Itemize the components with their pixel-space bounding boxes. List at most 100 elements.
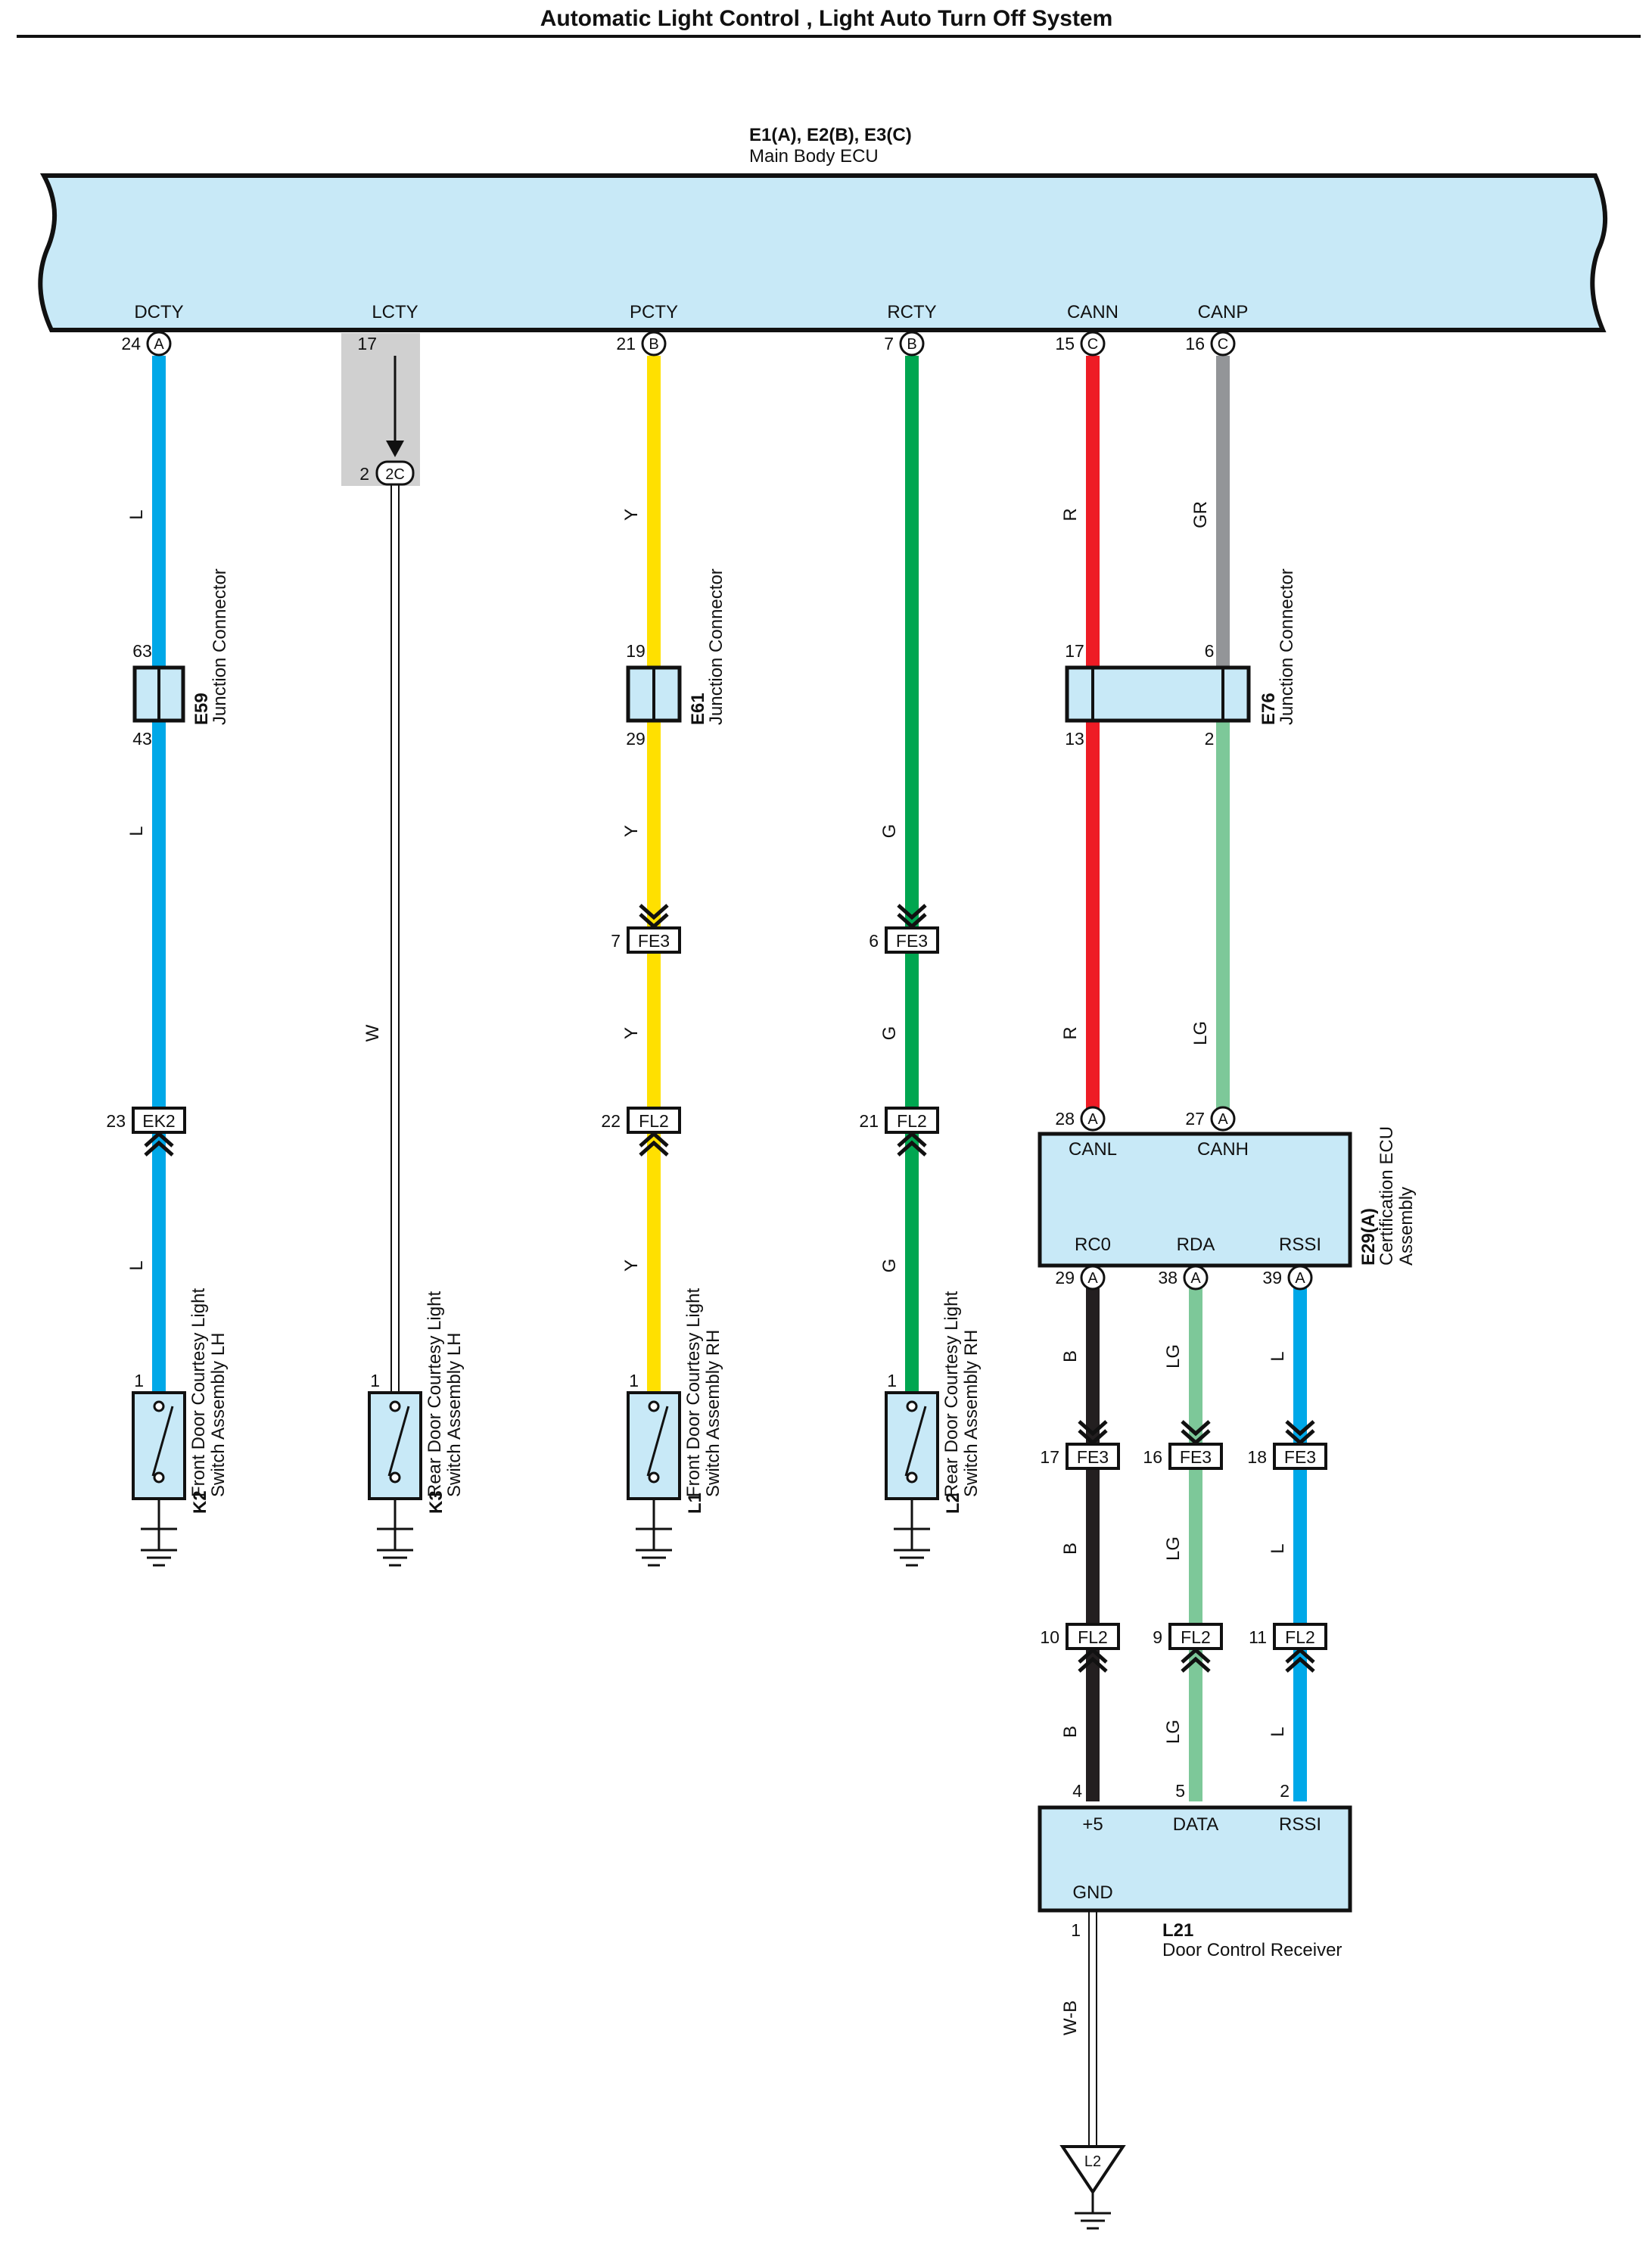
wire-code-rda-2: LG (1163, 1537, 1184, 1561)
ecu-pin-rcty: 7 (884, 334, 894, 353)
ecu-pin-circle-cann (1080, 331, 1106, 357)
wire-code-gnd: W-B (1060, 2000, 1081, 2035)
cert-pin-circle-canh (1210, 1106, 1236, 1132)
cert-pin-canl: 28 (1055, 1109, 1075, 1129)
e76-pin-top-right: 6 (1205, 641, 1215, 661)
wire-code-cann-1: R (1060, 508, 1081, 521)
wire-code-rc0-2: B (1060, 1543, 1081, 1555)
connector-rda-fl2-code: FL2 (1181, 1627, 1211, 1647)
connector-rda-fl2-pin: 9 (1153, 1627, 1162, 1647)
switch-name-3: Rear Door Courtesy LightSwitch Assembly … (941, 1291, 982, 1497)
ecu-pin-canp: 16 (1185, 334, 1205, 353)
cert-ecu-code: E29(A) (1358, 1208, 1379, 1266)
e76-name: Junction Connector (1277, 568, 1297, 725)
cert-ecu-name-line2: Assembly (1396, 1187, 1417, 1266)
wire-code-rssi-2: L (1268, 1543, 1288, 1553)
switch-name-line2-3: Switch Assembly RH (961, 1330, 982, 1497)
junction-connector-e76 (1065, 665, 1251, 723)
connector-rssi-fe3-code: FE3 (1284, 1447, 1316, 1467)
cert-pin-circle-rda (1183, 1265, 1209, 1291)
cert-terminal-rc0: RC0 (1075, 1235, 1111, 1255)
cert-pin-circle-rda-letter: A (1190, 1270, 1201, 1287)
connector-pcty-fl2-code: FL2 (639, 1111, 669, 1131)
cert-pin-circle-rssi-letter: A (1295, 1270, 1305, 1287)
wire-code-rcty-2: G (879, 1026, 900, 1041)
ground-icon-2 (634, 1527, 674, 1567)
ecu-pin-circle-rcty (899, 331, 925, 357)
ecu-pin-lcty: 17 (357, 334, 377, 353)
connector-rcty-fl2-code: FL2 (897, 1111, 927, 1131)
wire-code-dcty-1: L (126, 509, 147, 519)
connector-rcty-fe3-pin: 6 (869, 931, 879, 951)
connector-rc0-fl2-code: FL2 (1078, 1627, 1108, 1647)
main-ecu-box (38, 173, 1608, 332)
ground-icon-1 (375, 1527, 415, 1567)
connector-rssi-fl2-code: FL2 (1285, 1627, 1315, 1647)
e61-name: Junction Connector (706, 568, 726, 725)
connector-rcty-fe3-code: FE3 (896, 931, 928, 951)
ecu-pin-cann: 15 (1055, 334, 1075, 353)
connector-rcty-fe3-box (885, 926, 939, 954)
e61-pin-bottom: 29 (626, 729, 646, 749)
ecu-pin-circle-canp (1210, 331, 1236, 357)
ecu-pin-circle-pcty (641, 331, 667, 357)
switch-terminal-top-1 (389, 1400, 401, 1412)
lcty-connector-pin: 2 (359, 464, 369, 484)
switch-code-3: L2 (943, 1493, 963, 1514)
receiver-terminal-rc0: +5 (1082, 1814, 1103, 1835)
connector-rda-fe3-pin: 16 (1143, 1447, 1162, 1467)
switch-contact-2 (646, 1406, 669, 1477)
connector-rc0-fe3-code: FE3 (1077, 1447, 1109, 1467)
ecu-pin-circle-dcty (146, 331, 172, 357)
cert-pin-circle-canl (1080, 1106, 1106, 1132)
wire-code-canp-2: LG (1190, 1021, 1211, 1045)
connector-rssi-fl2-pin: 11 (1249, 1627, 1267, 1647)
switch-terminal-top-0 (153, 1400, 165, 1412)
cert-terminal-canh: CANH (1197, 1139, 1249, 1160)
wire-code-lcty: W (362, 1024, 383, 1041)
wire-code-rda-3: LG (1163, 1720, 1184, 1744)
switch-terminal-top-2 (648, 1400, 660, 1412)
ground-icon-receiver (1073, 2190, 1112, 2230)
connector-rssi-fl2-box (1273, 1623, 1327, 1650)
lcty-connector-2c (375, 460, 415, 486)
e76-pin-top-left: 17 (1065, 641, 1084, 661)
connector-rc0-fe3-box (1066, 1443, 1120, 1470)
e59-code: E59 (191, 693, 212, 725)
e76-pin-bottom-left: 13 (1065, 729, 1084, 749)
wires (152, 356, 1307, 2145)
ecu-pin-circle-pcty-letter: B (649, 336, 658, 353)
switch-pin-1: 1 (370, 1371, 380, 1390)
cert-pin-rda: 38 (1158, 1268, 1178, 1287)
switch-contact-1 (387, 1406, 410, 1477)
connector-rcty-fl2-box (885, 1107, 939, 1134)
cert-ecu-name: Certification ECUAssembly (1377, 1126, 1417, 1266)
wire-code-rda-1: LG (1163, 1344, 1184, 1368)
connector-pcty-fl2-box (627, 1107, 681, 1134)
wire-code-dcty-2: L (126, 826, 147, 836)
cert-terminal-rda: RDA (1177, 1235, 1215, 1255)
ground-point-triangle-icon (1059, 2145, 1126, 2195)
connector-ek2-pin: 23 (106, 1111, 126, 1131)
switch-name-line1-3: Rear Door Courtesy Light (941, 1291, 962, 1497)
cert-pin-rc0: 29 (1055, 1268, 1075, 1287)
switch-contact-3 (904, 1406, 927, 1477)
connector-rda-fe3-box (1168, 1443, 1223, 1470)
cert-pin-rssi: 39 (1262, 1268, 1282, 1287)
cert-terminal-canl: CANL (1069, 1139, 1117, 1160)
switch-code-2: L1 (685, 1493, 705, 1514)
ground-point-label: L2 (1084, 2153, 1101, 2170)
connector-rda-fl2-box (1168, 1623, 1223, 1650)
wire-code-pcty-4: Y (621, 1259, 642, 1272)
ground-icon-0 (139, 1527, 179, 1567)
page-title: Automatic Light Control , Light Auto Tur… (540, 6, 1113, 31)
wire-code-rssi-1: L (1268, 1351, 1288, 1361)
cert-pin-circle-canl-letter: A (1087, 1111, 1098, 1128)
receiver-pin-rda: 5 (1175, 1781, 1185, 1801)
e76-pin-bottom-right: 2 (1205, 729, 1215, 749)
switch-terminal-bottom-1 (389, 1471, 401, 1484)
ecu-terminal-cann: CANN (1067, 302, 1118, 322)
wire-code-rcty-3: G (879, 1259, 900, 1273)
